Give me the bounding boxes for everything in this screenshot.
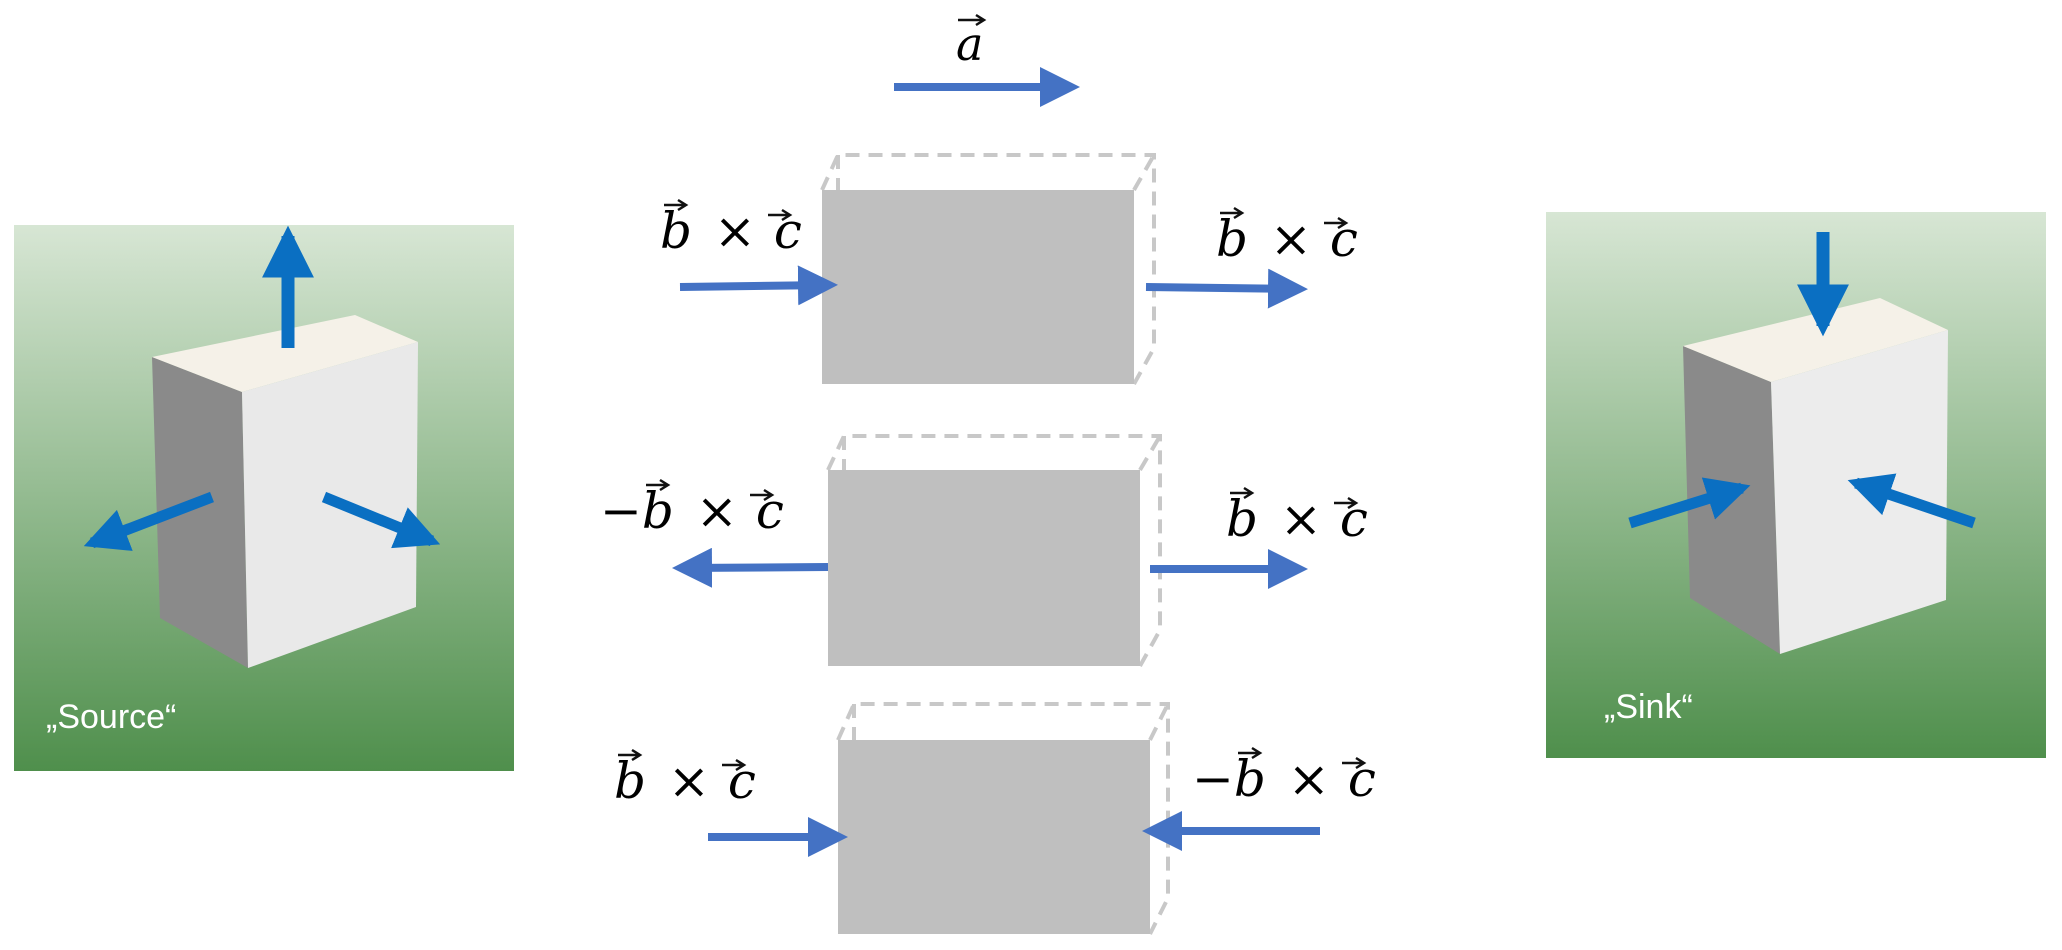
vec-arrow-icon xyxy=(1230,486,1359,510)
vec-arrow-icon xyxy=(1220,206,1349,230)
vector-a: a xyxy=(894,13,1080,107)
left-arrow-icon xyxy=(679,265,838,306)
source-label: „Source“ xyxy=(46,698,176,736)
source-arrow-right-icon xyxy=(321,491,441,549)
right-label: b×c xyxy=(1226,486,1368,548)
svg-text:b×c: b×c xyxy=(614,752,756,810)
svg-text:−b×c: −b×c xyxy=(1192,750,1376,808)
vec-arrow-icon xyxy=(646,478,775,502)
source-panel: „Source“ xyxy=(14,225,514,771)
vec-arrow-icon xyxy=(664,198,793,222)
right-arrow-icon xyxy=(1145,268,1308,309)
flux-row-2: −b×c b×c xyxy=(600,434,1368,667)
box xyxy=(828,470,1140,666)
dashed-box-outline xyxy=(836,702,1170,935)
vec-arrow-icon xyxy=(958,13,987,27)
source-cube xyxy=(152,315,418,668)
right-label: b×c xyxy=(1216,206,1358,268)
left-label: b×c xyxy=(660,198,802,260)
left-arrow-icon xyxy=(672,547,829,588)
sink-label: „Sink“ xyxy=(1604,688,1693,726)
svg-text:b×c: b×c xyxy=(1216,210,1358,268)
svg-text:b×c: b×c xyxy=(660,202,802,260)
flux-row-1: b×c b×c xyxy=(660,153,1358,385)
dashed-box-outline xyxy=(820,153,1156,385)
vector-a-label: a xyxy=(956,17,983,71)
sink-arrow-left-icon xyxy=(1628,477,1751,529)
source-arrow-left-icon xyxy=(83,491,214,551)
dashed-box-outline xyxy=(826,434,1162,667)
vec-arrow-icon xyxy=(618,748,747,772)
svg-text:b×c: b×c xyxy=(1226,490,1368,548)
flux-row-3: b×c −b×c xyxy=(614,702,1376,935)
sink-panel: „Sink“ xyxy=(1546,212,2046,758)
sink-arrow-right-icon xyxy=(1847,473,1976,529)
svg-text:−b×c: −b×c xyxy=(600,482,784,540)
sink-cube xyxy=(1683,298,1948,654)
right-label: −b×c xyxy=(1192,746,1376,808)
left-label: b×c xyxy=(614,748,756,810)
box xyxy=(822,190,1134,384)
left-label: −b×c xyxy=(600,478,784,540)
box xyxy=(838,740,1150,934)
vec-arrow-icon xyxy=(1238,746,1367,770)
